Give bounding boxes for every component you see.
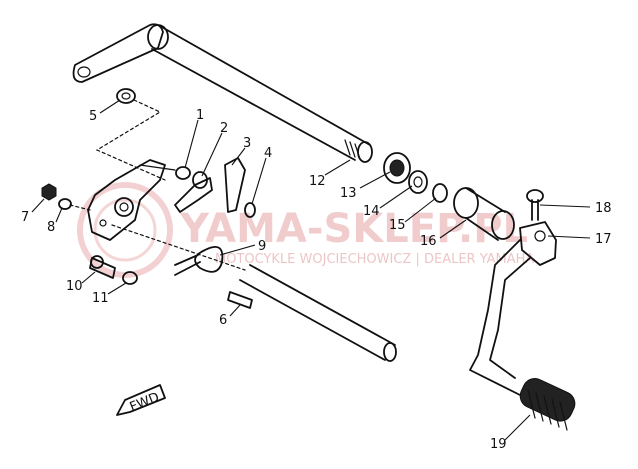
washer-8 <box>58 198 72 210</box>
watermark-logo-inner <box>93 198 157 262</box>
shift-shaft-upper <box>72 23 373 163</box>
callout-11: 11 <box>92 291 109 306</box>
callout-15: 15 <box>389 218 406 233</box>
callout-12: 12 <box>309 174 326 189</box>
washer-14 <box>408 170 428 194</box>
callouts: 1 2 3 4 5 6 7 8 9 10 11 12 13 14 15 16 1… <box>21 108 612 452</box>
callout-19: 19 <box>490 437 507 452</box>
callout-9: 9 <box>258 239 266 254</box>
guide-lines <box>69 99 246 271</box>
shift-lever-plate <box>87 159 176 241</box>
bolt-18 <box>526 189 544 221</box>
callout-16: 16 <box>420 234 437 249</box>
stud-10 <box>89 255 116 279</box>
shift-pedal <box>469 221 576 431</box>
pin-6 <box>227 291 253 309</box>
fwd-arrow: FWD <box>116 384 166 416</box>
watermark: YAMA-SKLEP.PL MOTOCYKLE WOJCIECHOWICZ | … <box>77 182 534 278</box>
spring-9 <box>174 246 224 276</box>
callout-1: 1 <box>196 108 204 123</box>
callout-4: 4 <box>264 146 272 161</box>
callout-13: 13 <box>340 186 357 201</box>
callout-7: 7 <box>21 210 29 225</box>
callout-5: 5 <box>89 109 97 124</box>
circlip-15 <box>432 183 448 203</box>
clip-4 <box>244 202 256 218</box>
callout-10: 10 <box>66 279 83 294</box>
watermark-brand: YAMA-SKLEP.PL <box>179 206 528 252</box>
callout-14: 14 <box>363 204 380 219</box>
shift-shaft-lower <box>239 264 397 362</box>
fwd-label: FWD <box>128 390 162 415</box>
callout-8: 8 <box>47 220 55 235</box>
callout-2: 2 <box>220 121 228 136</box>
nut-7 <box>41 183 57 201</box>
nut-11 <box>122 271 138 285</box>
oil-seal-13 <box>383 152 411 184</box>
washer-5 <box>116 88 136 104</box>
watermark-subtitle: MOTOCYKLE WOJCIECHOWICZ | DEALER YAMAHA <box>215 252 534 267</box>
callout-3: 3 <box>243 136 251 151</box>
callout-6: 6 <box>219 313 227 328</box>
callout-17: 17 <box>595 232 612 247</box>
leader-lines <box>31 99 591 441</box>
callout-18: 18 <box>595 201 612 216</box>
collar-16 <box>453 187 515 241</box>
